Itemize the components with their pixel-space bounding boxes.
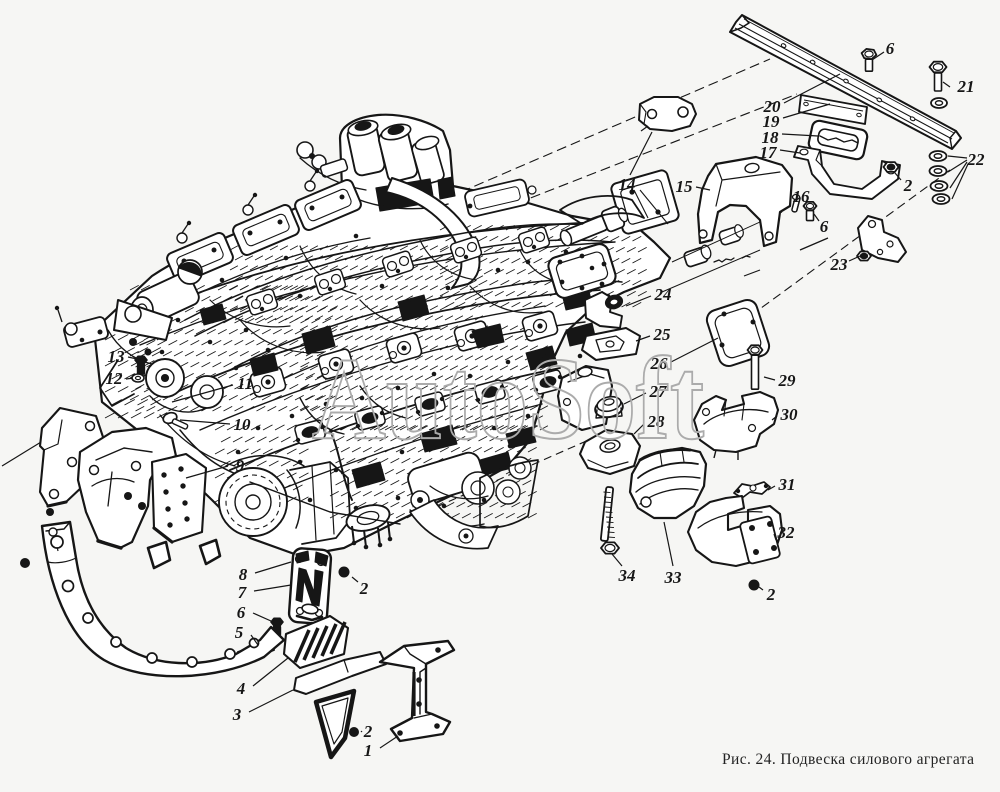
svg-text:AutoSoft: AutoSoft xyxy=(312,333,704,464)
svg-text:Рис. 24. Подвеска силового агр: Рис. 24. Подвеска силового агрегата xyxy=(722,751,974,768)
svg-text:9: 9 xyxy=(236,456,245,475)
svg-text:6: 6 xyxy=(237,603,246,622)
svg-text:31: 31 xyxy=(778,475,796,494)
svg-text:28: 28 xyxy=(647,412,666,431)
svg-text:5: 5 xyxy=(235,623,244,642)
svg-text:22: 22 xyxy=(967,150,986,169)
svg-text:15: 15 xyxy=(676,177,694,196)
svg-text:14: 14 xyxy=(619,175,636,194)
svg-text:12: 12 xyxy=(106,369,124,388)
svg-text:33: 33 xyxy=(664,568,683,587)
svg-text:30: 30 xyxy=(780,405,799,424)
svg-text:23: 23 xyxy=(830,255,849,274)
svg-text:19: 19 xyxy=(763,112,781,131)
svg-text:16: 16 xyxy=(793,187,811,206)
svg-text:29: 29 xyxy=(778,371,797,390)
svg-text:6: 6 xyxy=(886,39,895,58)
svg-text:11: 11 xyxy=(237,374,253,393)
svg-text:26: 26 xyxy=(650,354,669,373)
svg-text:1: 1 xyxy=(364,741,373,760)
svg-text:24: 24 xyxy=(654,285,672,304)
svg-text:2: 2 xyxy=(363,722,373,741)
svg-text:6: 6 xyxy=(820,217,829,236)
svg-text:18: 18 xyxy=(762,128,780,147)
svg-text:2: 2 xyxy=(766,585,776,604)
svg-text:34: 34 xyxy=(618,566,636,585)
svg-text:2: 2 xyxy=(903,176,913,195)
svg-text:3: 3 xyxy=(232,705,242,724)
svg-text:13: 13 xyxy=(108,347,126,366)
svg-text:25: 25 xyxy=(653,325,672,344)
svg-text:21: 21 xyxy=(957,77,975,96)
svg-text:7: 7 xyxy=(238,583,248,602)
svg-text:20: 20 xyxy=(763,97,782,116)
svg-text:4: 4 xyxy=(236,679,246,698)
svg-text:32: 32 xyxy=(777,523,796,542)
svg-text:10: 10 xyxy=(234,415,252,434)
svg-text:2: 2 xyxy=(359,579,369,598)
svg-text:27: 27 xyxy=(649,382,669,401)
svg-text:8: 8 xyxy=(239,565,248,584)
svg-text:17: 17 xyxy=(760,143,779,162)
